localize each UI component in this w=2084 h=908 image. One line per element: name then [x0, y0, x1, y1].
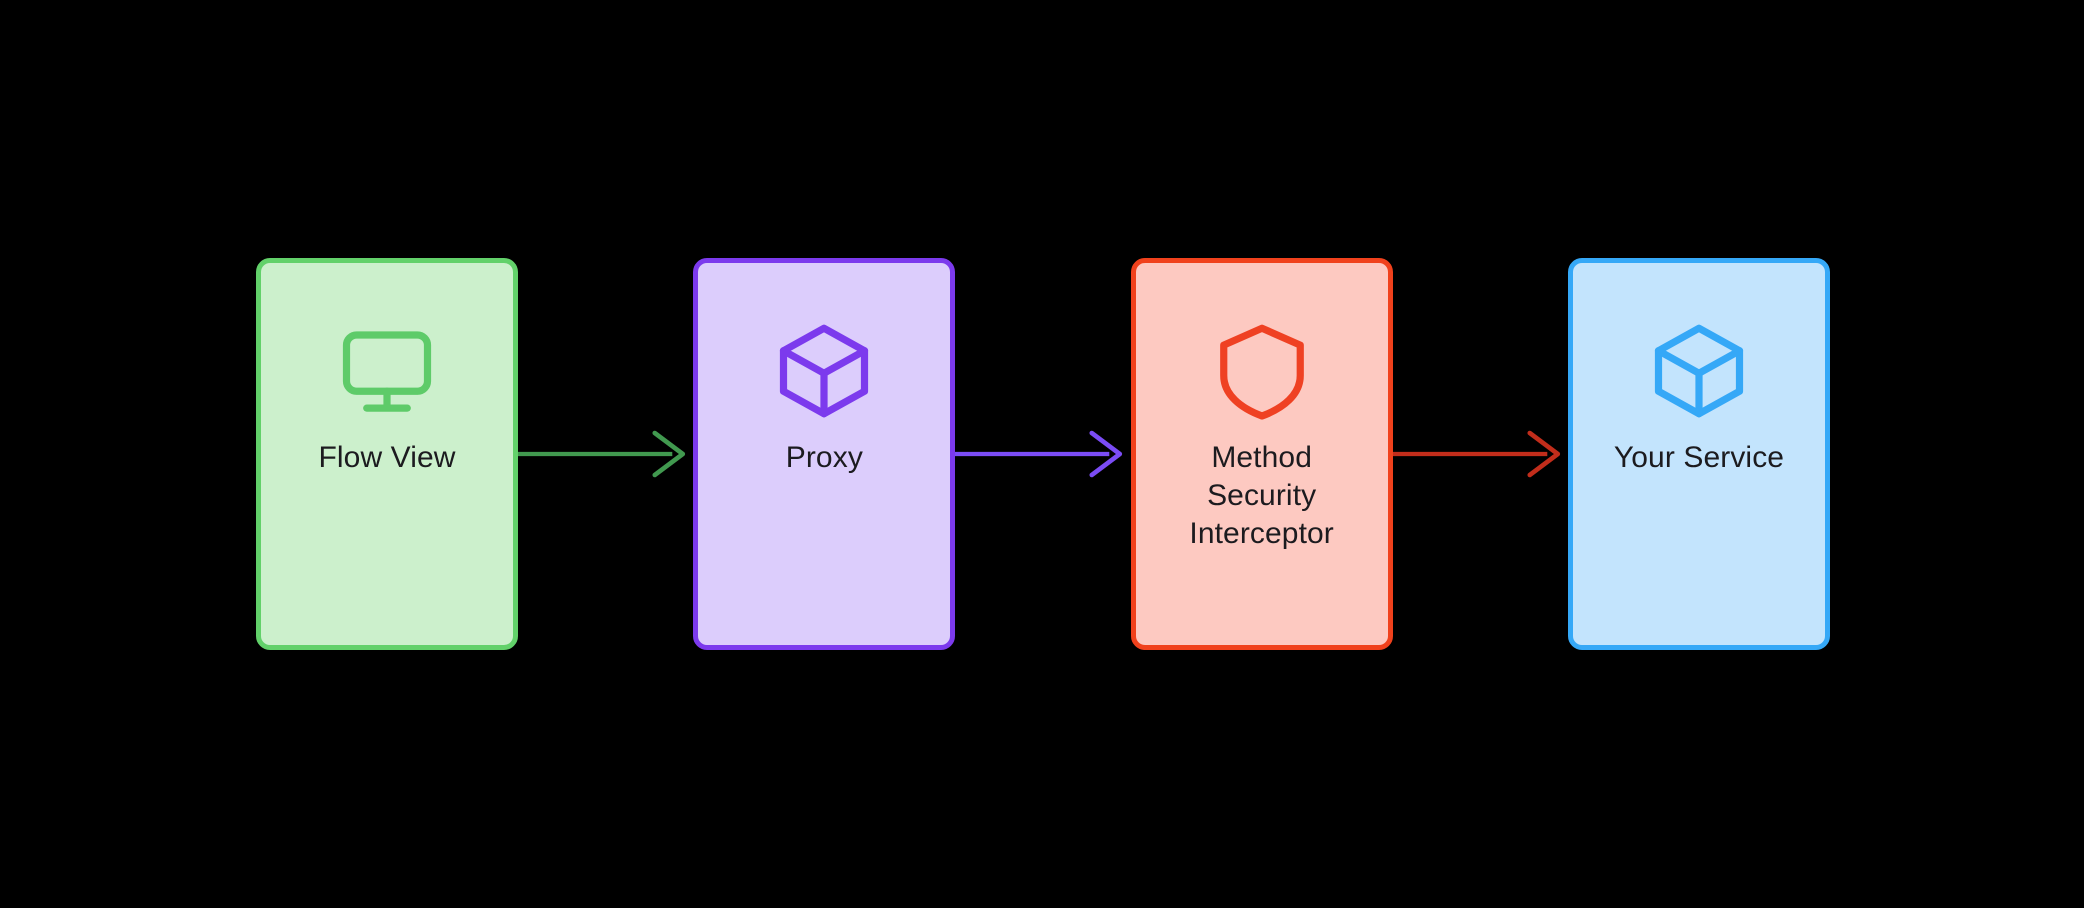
cube-icon	[780, 324, 869, 418]
shield-icon	[1219, 324, 1304, 420]
node-method-security-interceptor[interactable]: Method Security Interceptor	[1130, 258, 1393, 650]
flow-pipeline: Flow View Proxy	[256, 258, 1830, 650]
node-label-proxy: Proxy	[785, 441, 863, 474]
arrow-flow-view-to-proxy	[518, 424, 693, 484]
node-label-method-security-interceptor: Method Security Interceptor	[1189, 441, 1334, 550]
node-your-service[interactable]: Your Service	[1567, 258, 1830, 650]
arrow-method-security-interceptor-to-your-service	[1393, 424, 1568, 484]
connector-proxy-to-method-security-interceptor	[955, 258, 1130, 650]
node-flow-view[interactable]: Flow View	[256, 258, 518, 650]
node-proxy[interactable]: Proxy	[693, 258, 956, 650]
connector-flow-view-to-proxy	[518, 258, 693, 650]
node-label-your-service: Your Service	[1613, 441, 1785, 474]
connector-method-security-interceptor-to-your-service	[1393, 258, 1568, 650]
cube-icon	[1654, 324, 1744, 418]
node-label-flow-view: Flow View	[318, 441, 456, 474]
monitor-icon	[342, 331, 432, 412]
arrow-proxy-to-method-security-interceptor	[955, 424, 1130, 484]
